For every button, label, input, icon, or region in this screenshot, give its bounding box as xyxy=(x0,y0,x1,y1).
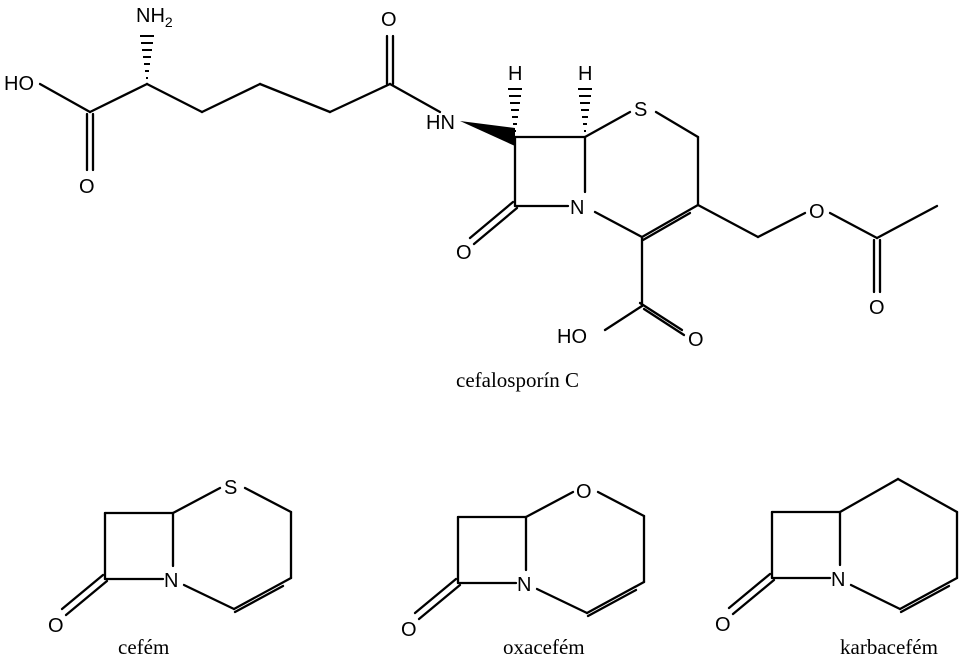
carbonyl-oxygen-label: O xyxy=(79,176,95,198)
hashed-wedge xyxy=(140,35,154,79)
bond xyxy=(583,110,632,139)
bond xyxy=(64,579,109,617)
bond xyxy=(642,307,686,337)
nitrogen-label: N xyxy=(517,574,531,596)
bond xyxy=(896,477,959,514)
lactam-oxygen-label: O xyxy=(48,615,64,637)
bond xyxy=(472,206,519,246)
sulfur-label: S xyxy=(634,99,647,121)
bond xyxy=(232,576,293,611)
bond xyxy=(828,211,879,240)
bond xyxy=(171,486,222,515)
bond xyxy=(60,573,105,611)
bond xyxy=(233,584,285,614)
hashed-wedge xyxy=(578,88,592,132)
bond xyxy=(596,490,646,518)
oxacephem-molecule: O N O oxacefém xyxy=(401,481,646,659)
nitrogen-label: N xyxy=(570,197,584,219)
bond xyxy=(696,203,760,239)
amide-oxygen-label: O xyxy=(381,9,397,31)
hashed-wedge xyxy=(508,88,522,132)
bond xyxy=(731,578,776,616)
bond xyxy=(640,203,700,239)
bond xyxy=(875,204,939,240)
solid-wedge xyxy=(460,121,515,146)
lactam-oxygen-label: O xyxy=(401,619,417,641)
nitrogen-label: N xyxy=(164,570,178,592)
lactam-oxygen-label: O xyxy=(715,614,731,636)
bond xyxy=(585,580,646,615)
sulfur-label: S xyxy=(224,477,237,499)
cephalosporin-c-molecule: NH2 HO O O HN H H S N O O O HO O cefalos… xyxy=(4,5,939,392)
bond xyxy=(654,110,700,139)
bond xyxy=(849,583,902,611)
bond xyxy=(593,210,644,239)
bond xyxy=(328,82,392,114)
bond xyxy=(638,301,684,332)
bond xyxy=(88,82,149,114)
hydroxyl-label: HO xyxy=(4,73,34,95)
bond xyxy=(388,82,442,114)
acetyl-oxygen-label: O xyxy=(869,297,885,319)
bond xyxy=(258,82,332,114)
bond xyxy=(182,583,236,611)
hydrogen-label: H xyxy=(578,63,592,85)
bond xyxy=(899,584,951,614)
molecule-caption: karbacefém xyxy=(840,635,938,659)
amide-nitrogen-label: HN xyxy=(426,112,455,134)
oxygen-label: O xyxy=(576,481,592,503)
nitrogen-label: N xyxy=(831,569,845,591)
amine-label: NH2 xyxy=(136,5,173,30)
cephem-molecule: S N O cefém xyxy=(48,477,293,659)
bond xyxy=(603,304,644,332)
bond xyxy=(38,82,92,114)
carbonyl-oxygen-label: O xyxy=(688,329,704,351)
bond xyxy=(756,211,807,239)
bond xyxy=(145,82,204,114)
bond xyxy=(641,211,692,242)
bond xyxy=(586,588,638,618)
carbacephem-molecule: N O karbacefém xyxy=(715,477,959,659)
molecule-caption: cefém xyxy=(118,635,169,659)
bond xyxy=(243,486,293,514)
bond xyxy=(535,587,589,615)
molecule-caption: cefalosporín C xyxy=(456,368,579,392)
bond xyxy=(727,572,772,610)
bond xyxy=(468,200,515,240)
ester-oxygen-label: O xyxy=(809,201,825,223)
bond xyxy=(200,82,262,114)
hydrogen-label: H xyxy=(508,63,522,85)
bond xyxy=(524,490,575,519)
bond xyxy=(413,577,458,615)
bond xyxy=(898,576,959,611)
molecule-caption: oxacefém xyxy=(503,635,585,659)
subscript: 2 xyxy=(165,14,173,30)
hydroxyl-label: HO xyxy=(557,326,587,348)
lactam-oxygen-label: O xyxy=(456,242,472,264)
bond xyxy=(417,583,462,621)
bond xyxy=(838,477,900,514)
